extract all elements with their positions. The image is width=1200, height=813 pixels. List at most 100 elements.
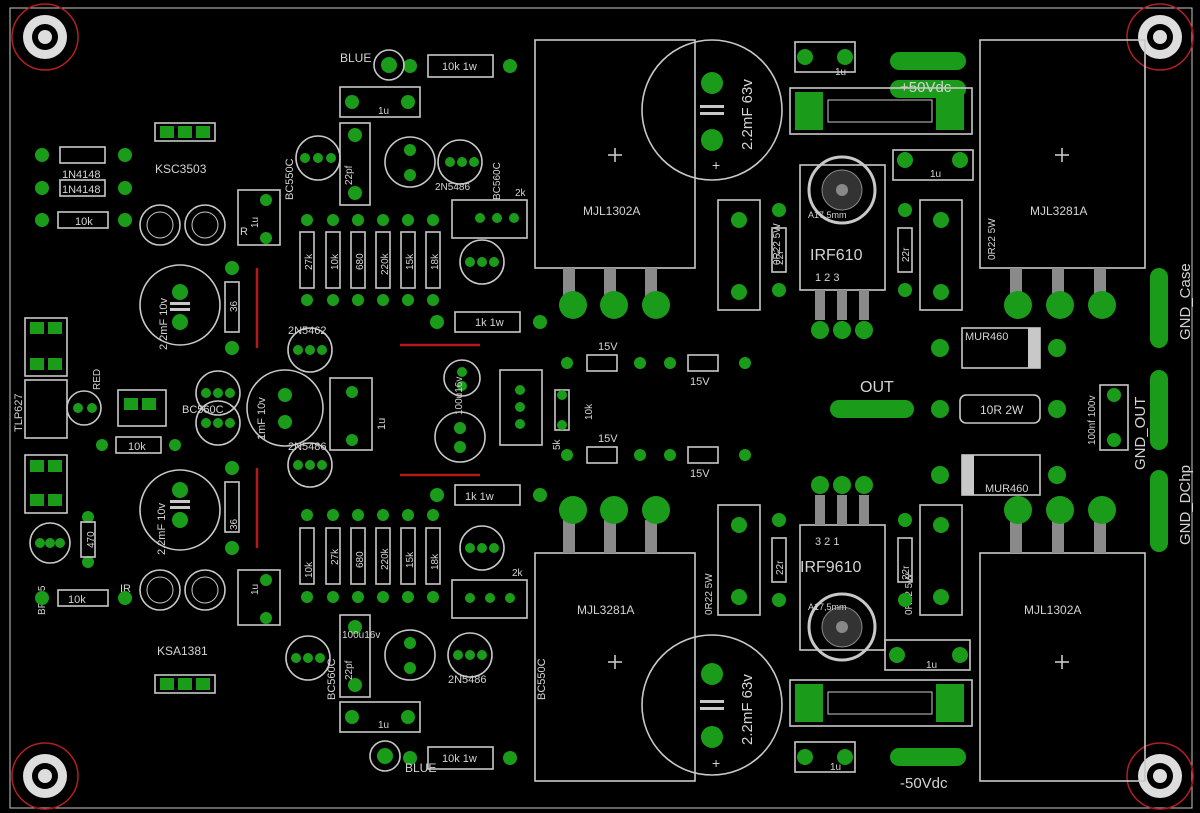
svg-text:0R22 5W: 0R22 5W [704, 573, 715, 615]
transistor-1n5486-top: 2N5486 BC560C [435, 139, 503, 200]
svg-text:10k: 10k [584, 403, 595, 420]
svg-text:1u: 1u [378, 106, 389, 117]
svg-text:2N5486: 2N5486 [448, 674, 487, 686]
svg-text:2N5486: 2N5486 [435, 182, 470, 193]
svg-text:10k: 10k [304, 561, 315, 578]
label-gnd-case: GND_Case [1177, 263, 1194, 340]
cap-1mf-10v: 1mF 10v [246, 369, 324, 447]
svg-text:BC550C: BC550C [284, 158, 296, 200]
svg-text:0R22 5W: 0R22 5W [772, 223, 783, 265]
svg-text:10R 2W: 10R 2W [980, 403, 1024, 417]
svg-text:1u: 1u [250, 217, 261, 228]
svg-text:36: 36 [229, 518, 240, 530]
label-minus50: -50Vdc [900, 775, 948, 792]
svg-text:15V: 15V [690, 376, 710, 388]
gnd-out-connector: GND_OUT [1132, 370, 1168, 470]
connector-2pin-mid [117, 389, 167, 427]
mosfet-irf610: A17,5mm IRF610 1 2 3 [799, 155, 886, 339]
resistor-bank-bottom: 10k 27k 680 220k 15k 18k [299, 509, 441, 603]
trimmer-5k: 5k 10k [499, 369, 595, 450]
cap-2-2mf-63v-bottom: + 2.2mF 63v [641, 634, 783, 776]
svg-text:15k: 15k [405, 551, 416, 568]
supply-plus50: +50Vdc 1u [789, 41, 973, 135]
svg-text:15V: 15V [598, 341, 618, 353]
svg-text:36: 36 [229, 300, 240, 312]
svg-text:BC560C: BC560C [492, 162, 503, 200]
svg-text:MUR460: MUR460 [965, 331, 1008, 343]
label-mjl3281a-top: MJL3281A [1030, 204, 1087, 218]
svg-text:10k: 10k [330, 253, 341, 270]
res-10k-mid: 10k [96, 436, 181, 454]
gnd-dchp-connector: GND_DChp [1150, 465, 1194, 552]
jumper-traces [255, 268, 480, 548]
svg-text:680: 680 [355, 551, 366, 568]
label-ksc3503: KSC3503 [155, 162, 207, 176]
board-outline [9, 7, 1193, 809]
svg-text:+: + [712, 755, 720, 771]
cap-1u-bottom-center: 1u [339, 701, 421, 733]
res-10r-2w: 10R 2W [931, 394, 1066, 424]
svg-text:2.2mF 10v: 2.2mF 10v [156, 503, 168, 555]
svg-text:1u: 1u [378, 720, 389, 731]
svg-text:2k: 2k [515, 188, 527, 199]
transistor-ksc3503: KSC3503 [154, 122, 216, 176]
transistor-mjl3281a-top: MJL3281A [979, 39, 1146, 319]
svg-text:0R22 5W: 0R22 5W [904, 573, 915, 615]
mount-hole-tr [1126, 3, 1194, 71]
res-0r22-5w-1: 0R22 5W [717, 199, 783, 311]
transistor-bf245: BF245 470 10k [29, 511, 132, 615]
svg-text:A17,5mm: A17,5mm [808, 210, 847, 220]
svg-text:1u: 1u [376, 418, 388, 430]
svg-text:10k: 10k [75, 216, 93, 228]
output-connector: OUT [830, 379, 914, 418]
svg-text:5k: 5k [552, 438, 563, 450]
svg-text:15k: 15k [405, 253, 416, 270]
svg-text:680: 680 [355, 253, 366, 270]
svg-text:RED: RED [92, 369, 103, 390]
svg-text:0R22 5W: 0R22 5W [987, 218, 998, 260]
svg-text:1N4148: 1N4148 [62, 184, 101, 196]
mount-hole-br [1126, 742, 1194, 810]
svg-text:1u: 1u [926, 660, 937, 671]
res-10k-1w-bottom: 10k 1w BLUE [369, 740, 517, 775]
mosfet-irf9610: A17,5mm IRF9610 3 2 1 [799, 476, 886, 662]
led-red: RED [66, 369, 103, 426]
cap-1u-top-center: 1u [339, 86, 421, 118]
transistor-small-top-2 [459, 239, 505, 285]
transistor-ksa1381: KSA1381 [154, 644, 216, 694]
svg-text:2N5486: 2N5486 [288, 441, 327, 453]
svg-text:BC560C: BC560C [182, 404, 224, 416]
cap-electrolytic-small-bottom: 100u16v [342, 629, 436, 681]
label-mjl1302a-bottom: MJL1302A [1024, 603, 1081, 617]
diode-mur460-bottom: MUR460 [931, 454, 1066, 496]
zener-15v-3: 15V [561, 433, 646, 464]
resistor-bank-top: 27k 10k 680 220k 15k 18k [299, 214, 441, 306]
supply-minus50: -50Vdc 1u [789, 679, 973, 792]
res-10k-1w-top: 10k 1w BLUE [340, 49, 517, 81]
svg-text:3 2 1: 3 2 1 [815, 536, 839, 548]
svg-text:2.2mF 10v: 2.2mF 10v [158, 298, 170, 350]
transistor-bc560c-bottom: BC560C [285, 635, 338, 700]
res-22r-bottom-left: 22r [771, 513, 787, 607]
res-1k-1w-bottom: 1k 1w [430, 484, 547, 506]
cap-2-2mf-63v-top: + 2.2mF 63v [641, 39, 783, 181]
optocoupler-tlp627: TLP627 [13, 317, 68, 514]
svg-text:220k: 220k [380, 252, 391, 275]
cap-100nf-100v: 100nf 100v [1087, 384, 1129, 451]
res-22r-bottom-right: 22r [897, 513, 913, 607]
svg-text:15V: 15V [598, 433, 618, 445]
label-irf610: IRF610 [810, 247, 863, 264]
svg-text:2N5462: 2N5462 [288, 325, 327, 337]
svg-text:R: R [240, 226, 248, 238]
svg-text:27k: 27k [304, 253, 315, 270]
svg-text:1u: 1u [930, 169, 941, 180]
svg-text:TLP627: TLP627 [13, 393, 25, 432]
cap-1u-right-bottom: 1u [884, 639, 971, 671]
label-out: OUT [860, 379, 894, 396]
cap-2-2mf-10v-bottom: 2.2mF 10v 36 [139, 461, 240, 555]
svg-text:100nf 100v: 100nf 100v [1087, 396, 1098, 446]
svg-text:1 2 3: 1 2 3 [815, 272, 839, 284]
svg-text:1u: 1u [830, 762, 841, 773]
zener-15v-4: 15V [664, 446, 751, 480]
